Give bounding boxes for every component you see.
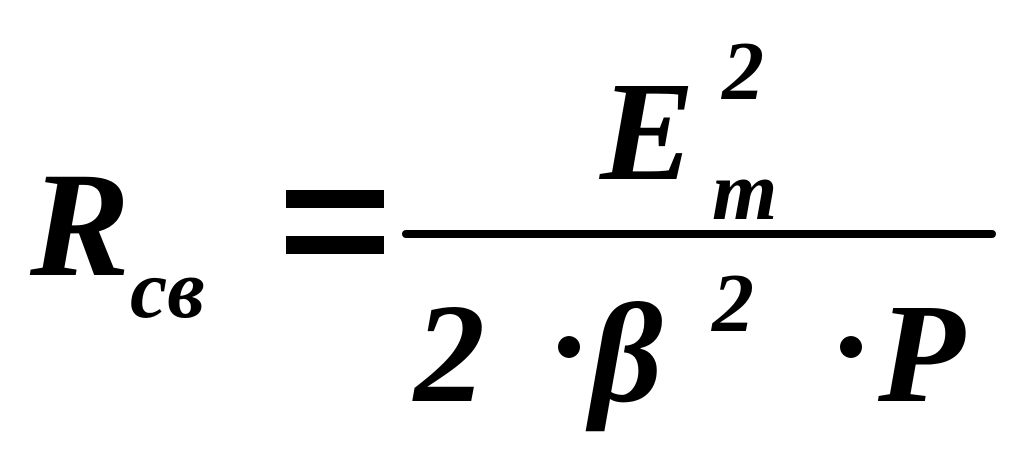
equals-bar-top [286,190,384,208]
fraction-bar [402,230,996,238]
lhs-subscript: св [130,243,205,336]
numerator-superscript: 2 [722,25,764,118]
multiply-dot-icon [840,336,862,358]
numerator-variable: E [600,52,695,210]
equals-bar-bottom [286,236,384,254]
lhs-variable: R [30,142,131,308]
denominator-superscript: 2 [712,257,754,350]
multiply-dot-icon [558,336,580,358]
denominator-coefficient: 2 [414,274,485,432]
denominator-beta: β [590,274,663,432]
denominator-last-variable: P [878,274,965,432]
numerator-subscript: m [712,145,778,238]
